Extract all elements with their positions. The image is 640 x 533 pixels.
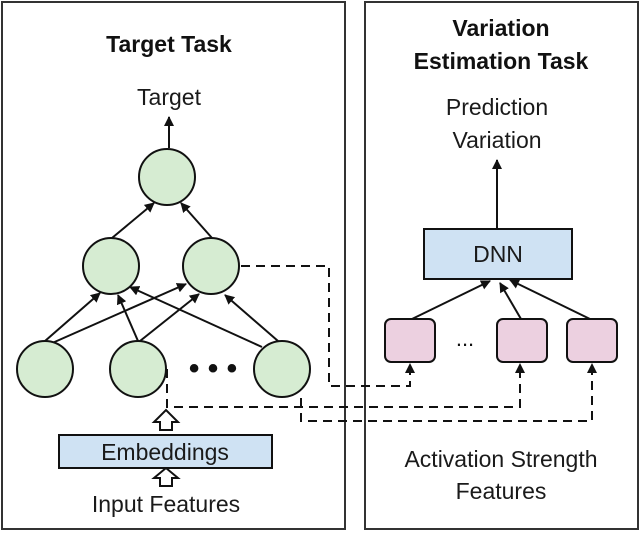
neuron-middle-1: [82, 237, 140, 295]
edge-b1-m2: [49, 283, 187, 345]
neuron-bottom-2: [109, 340, 167, 398]
dashed-b2-to-f2: [166, 363, 525, 408]
variation-title-line1: Variation: [452, 15, 549, 41]
embeddings-up-arrow: [151, 408, 181, 431]
input-features-label: Input Features: [92, 491, 240, 517]
neuron-bottom-1: [16, 340, 74, 398]
edge-f3-dnn: [509, 279, 591, 320]
neuron-ellipsis: • • •: [189, 352, 237, 385]
network-edges: [44, 202, 279, 348]
edge-m2-t: [180, 202, 213, 239]
edge-b3-m1: [129, 286, 263, 348]
edge-b3-m2: [224, 294, 279, 342]
target-output-label: Target: [137, 84, 202, 110]
dnn-box: [423, 228, 573, 280]
activation-label-line2: Features: [456, 478, 547, 504]
variation-title-line2: Estimation Task: [414, 48, 589, 74]
activation-feature-3: [566, 318, 618, 363]
neuron-top: [138, 148, 196, 206]
edge-b2-m2: [139, 293, 200, 342]
feature-ellipsis: ...: [456, 326, 474, 351]
prediction-label-line1: Prediction: [446, 94, 548, 120]
edge-f1-dnn: [411, 280, 491, 320]
activation-feature-1: [384, 318, 436, 363]
activation-label-line1: Activation Strength: [404, 446, 597, 472]
neuron-middle-2: [182, 237, 240, 295]
dashed-b3-to-f3: [300, 363, 597, 422]
embeddings-label: Embeddings: [101, 439, 229, 465]
edge-f2-dnn: [499, 282, 522, 320]
feature-edges: [411, 279, 591, 320]
input-up-arrow: [151, 466, 181, 487]
edge-m1-t: [111, 202, 155, 239]
embeddings-box: [58, 434, 273, 469]
edge-b1-m1: [44, 292, 101, 342]
neuron-bottom-3: [253, 340, 311, 398]
target-task-title: Target Task: [106, 31, 232, 57]
prediction-label-line2: Variation: [452, 127, 541, 153]
dnn-label: DNN: [473, 241, 523, 267]
edge-b2-m1: [117, 294, 139, 342]
dashed-connectors: [166, 265, 597, 422]
activation-feature-2: [496, 318, 548, 363]
